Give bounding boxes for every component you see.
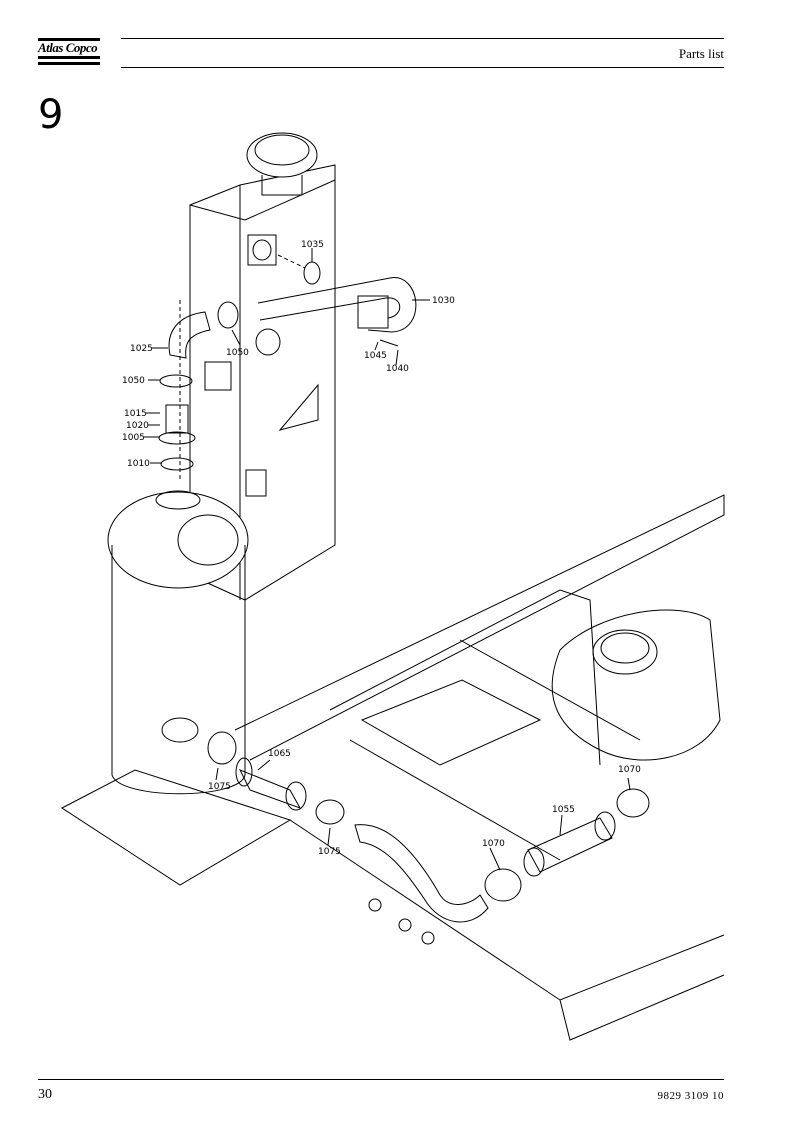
callout-1050-lower: 1050 xyxy=(122,376,145,386)
callout-1030: 1030 xyxy=(432,296,455,306)
document-number: 9829 3109 10 xyxy=(657,1090,724,1102)
callout-1075-center: 1075 xyxy=(318,847,341,857)
callout-labels: 1035 1030 1025 1050 1045 1040 1050 1015 … xyxy=(122,240,641,857)
drawing-lines xyxy=(61,132,725,1041)
logo-text: Atlas Copco xyxy=(38,40,98,55)
page-number: 30 xyxy=(38,1087,52,1102)
callout-1020: 1020 xyxy=(126,421,149,431)
atlas-copco-logo: Atlas Copco xyxy=(38,38,100,68)
callout-1045: 1045 xyxy=(364,351,387,361)
callout-1010: 1010 xyxy=(127,459,150,469)
callout-1025: 1025 xyxy=(130,344,153,354)
callout-1050-upper: 1050 xyxy=(226,348,249,358)
footer-rule xyxy=(38,1079,724,1080)
callout-1065: 1065 xyxy=(268,749,291,759)
callout-1070-center: 1070 xyxy=(482,839,505,849)
callout-1055: 1055 xyxy=(552,805,575,815)
callout-1040: 1040 xyxy=(386,364,409,374)
callout-1035: 1035 xyxy=(301,240,324,250)
callout-1015: 1015 xyxy=(124,409,147,419)
header-rule-top xyxy=(121,38,724,39)
callout-1005: 1005 xyxy=(122,433,145,443)
callout-1070-right: 1070 xyxy=(618,765,641,775)
page-header-title: Parts list xyxy=(678,46,724,61)
callout-1075-left: 1075 xyxy=(208,782,231,792)
section-number: 9 xyxy=(38,92,64,138)
header-rule-bottom xyxy=(121,67,724,68)
